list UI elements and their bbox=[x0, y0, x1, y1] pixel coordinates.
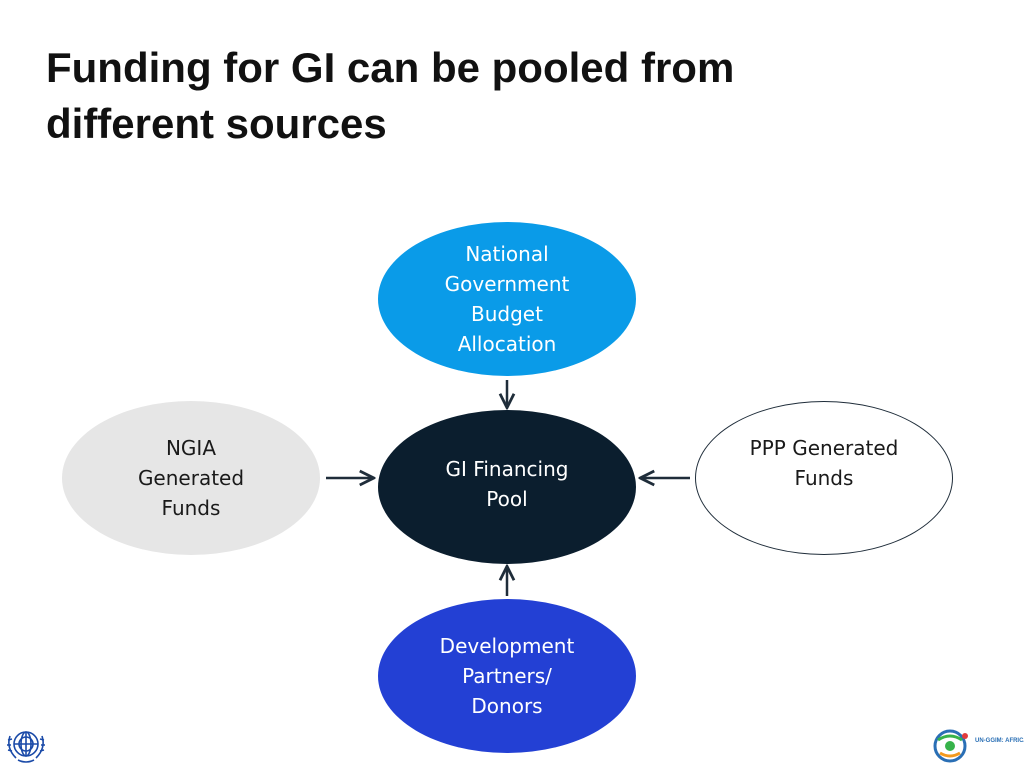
node-national-government-budget: National Government Budget Allocation bbox=[378, 222, 636, 376]
un-ggim-africa-logo-icon bbox=[933, 729, 968, 763]
node-right-line: Funds bbox=[794, 466, 854, 490]
node-center-label: GI Financing Pool bbox=[446, 454, 569, 514]
node-right-line: PPP Generated bbox=[749, 436, 899, 460]
slide-title-line-1: Funding for GI can be pooled from bbox=[46, 44, 735, 91]
node-left-line: NGIA bbox=[165, 436, 217, 460]
node-left-line: Generated bbox=[137, 466, 245, 490]
node-center-line: Pool bbox=[486, 487, 528, 511]
node-center-line: GI Financing bbox=[445, 457, 569, 481]
node-top-line: Budget bbox=[471, 302, 543, 326]
node-bottom-label: Development Partners/ Donors bbox=[440, 631, 575, 721]
node-top-line: Government bbox=[444, 272, 570, 296]
node-bottom-line: Development bbox=[439, 634, 575, 658]
slide-title: Funding for GI can be pooled from differ… bbox=[46, 40, 946, 152]
node-bottom-line: Partners/ bbox=[462, 664, 552, 688]
node-top-label: National Government Budget Allocation bbox=[445, 239, 570, 359]
node-development-partners-donors: Development Partners/ Donors bbox=[378, 599, 636, 753]
slide-title-line-2: different sources bbox=[46, 100, 387, 147]
node-top-line: Allocation bbox=[457, 332, 557, 356]
node-bottom-line: Donors bbox=[471, 694, 543, 718]
un-ggim-africa-logo-text: UN-GGIM: AFRICA bbox=[975, 738, 1024, 744]
node-left-line: Funds bbox=[161, 496, 221, 520]
node-left-label: NGIA Generated Funds bbox=[138, 433, 244, 523]
node-right-label: PPP Generated Funds bbox=[750, 433, 899, 493]
node-gi-financing-pool: GI Financing Pool bbox=[378, 410, 636, 564]
un-emblem-icon bbox=[7, 731, 45, 763]
node-ngia-generated-funds: NGIA Generated Funds bbox=[62, 401, 320, 555]
node-ppp-generated-funds: PPP Generated Funds bbox=[695, 401, 953, 555]
node-top-line: National bbox=[465, 242, 549, 266]
